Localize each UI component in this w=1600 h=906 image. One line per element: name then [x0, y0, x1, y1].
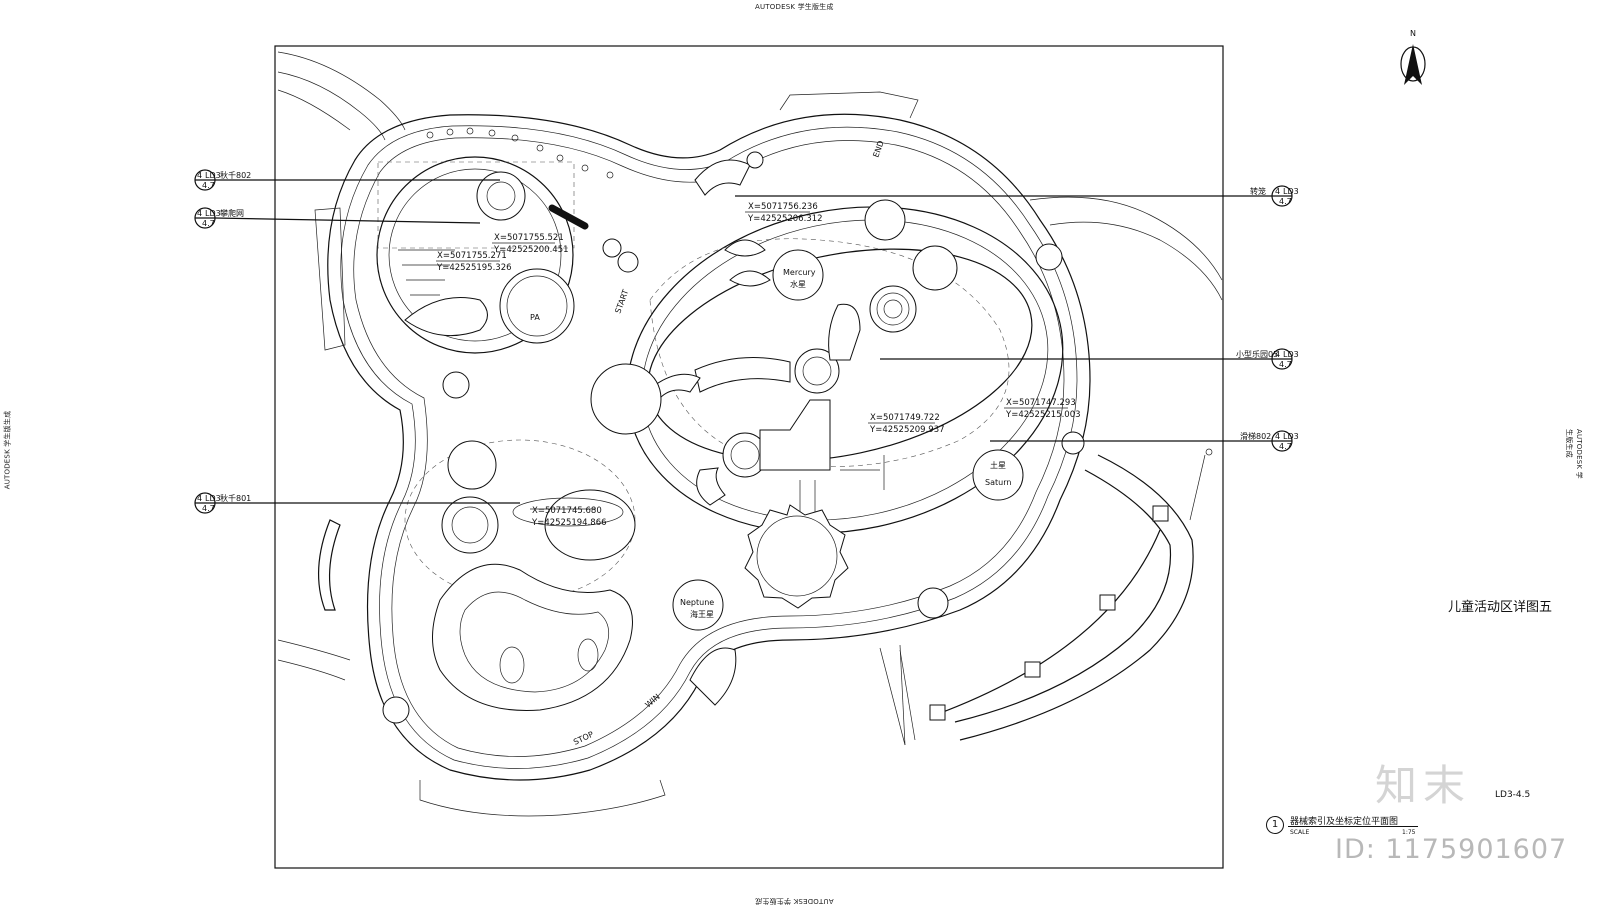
coord-5-y: Y=42525215.003: [1005, 410, 1081, 420]
callout-6-ref: 4: [1275, 432, 1280, 441]
coord-3: X=5071756.236 Y=42525206.312: [745, 202, 823, 224]
callout-1: 4 LD3 4.7 秋千802: [194, 169, 500, 191]
callout-5: 4 LD3 4.7 小型乐园05: [880, 348, 1299, 370]
callout-6-label: 滑梯802: [1240, 431, 1271, 441]
saturn-cn-label: 土星: [990, 460, 1006, 470]
callout-3: 4 LD3 4.7 秋千801: [194, 492, 520, 514]
callout-4-ref: 4: [1275, 187, 1280, 196]
callout-5-ref: 4: [1275, 350, 1280, 359]
mercury-label: Mercury: [783, 268, 816, 277]
callout-1-sheet: LD3: [205, 171, 221, 180]
callout-2-ref: 4: [197, 209, 202, 218]
callout-1-label: 秋千802: [220, 170, 251, 180]
callout-1-ref: 4: [197, 171, 202, 180]
neptune-cn-label: 海王星: [690, 609, 714, 619]
end-label: END: [871, 139, 885, 158]
autodesk-header-top: AUTODESK 学生版生成: [755, 3, 834, 11]
coord-4-x: X=5071749.722: [870, 413, 940, 423]
coord-6-x: X=5071745.680: [532, 506, 602, 516]
callout-5-sub: 4.7: [1279, 360, 1292, 369]
stop-label: STOP: [572, 730, 595, 747]
callout-6: 4 LD3 4.7 滑梯802: [990, 430, 1299, 452]
saturn-label: Saturn: [985, 478, 1011, 487]
coord-1: X=5071755.521 Y=42525200.451: [492, 233, 569, 255]
north-arrow-icon: N: [1400, 29, 1426, 85]
north-label: N: [1410, 29, 1416, 38]
callout-2-sheet: LD3: [205, 209, 221, 218]
coord-5-x: X=5071747.293: [1006, 398, 1076, 408]
callout-3-sub: 4.7: [202, 504, 215, 513]
callout-4-sub: 4.7: [1279, 197, 1292, 206]
coord-4: X=5071749.722 Y=42525209.937: [868, 413, 945, 435]
coord-6-y: Y=42525194.866: [531, 518, 607, 528]
start-label: START: [613, 288, 630, 314]
caption-number: 1: [1266, 816, 1284, 834]
callout-5-label: 小型乐园05: [1236, 349, 1278, 359]
caption-scale-ratio: 1:75: [1402, 829, 1416, 836]
callout-2-sub: 4.7: [202, 219, 215, 228]
callout-4: 4 LD3 4.7 转笼: [735, 185, 1299, 207]
sheet-code: LD3-4.5: [1495, 790, 1531, 800]
callout-4-label: 转笼: [1250, 186, 1266, 196]
drawing-caption: 1 器械索引及坐标定位平面图 SCALE 1:75: [1266, 810, 1418, 838]
coord-2-y: Y=42525195.326: [436, 263, 512, 273]
coord-4-y: Y=42525209.937: [869, 425, 945, 435]
coord-2: X=5071755.271 Y=42525195.326: [436, 251, 512, 273]
coord-2-x: X=5071755.271: [437, 251, 507, 261]
callout-1-sub: 4.7: [202, 181, 215, 190]
drawing-frame: [274, 45, 1224, 869]
watermark-id: ID: 1175901607: [1335, 834, 1568, 865]
coord-1-y: Y=42525200.451: [493, 245, 569, 255]
callout-2-label: 攀爬网: [220, 208, 244, 218]
drawing-title: 儿童活动区详图五: [1448, 600, 1553, 615]
mercury-cn-label: 水星: [790, 279, 806, 289]
coord-5: X=5071747.293 Y=42525215.003: [1004, 398, 1081, 420]
coord-3-x: X=5071756.236: [748, 202, 818, 212]
callout-3-sheet: LD3: [205, 494, 221, 503]
caption-title: 器械索引及坐标定位平面图: [1290, 817, 1399, 827]
pa-label: PA: [530, 313, 540, 322]
callout-4-sheet: LD3: [1283, 187, 1299, 196]
caption-underline: [1288, 826, 1418, 827]
coord-1-x: X=5071755.521: [494, 233, 564, 243]
callout-3-label: 秋千801: [220, 493, 251, 503]
coord-6: X=5071745.680 Y=42525194.866: [530, 506, 607, 528]
callout-6-sheet: LD3: [1283, 432, 1299, 441]
callout-3-ref: 4: [197, 494, 202, 503]
callout-2: 4 LD3 4.7 攀爬网: [194, 207, 481, 229]
coord-3-y: Y=42525206.312: [747, 214, 823, 224]
caption-scale-label: SCALE: [1290, 829, 1310, 836]
callout-5-sheet: LD3: [1283, 350, 1299, 359]
callout-6-sub: 4.7: [1279, 442, 1292, 451]
neptune-label: Neptune: [680, 598, 714, 607]
watermark-brand: 知末: [1375, 761, 1472, 810]
